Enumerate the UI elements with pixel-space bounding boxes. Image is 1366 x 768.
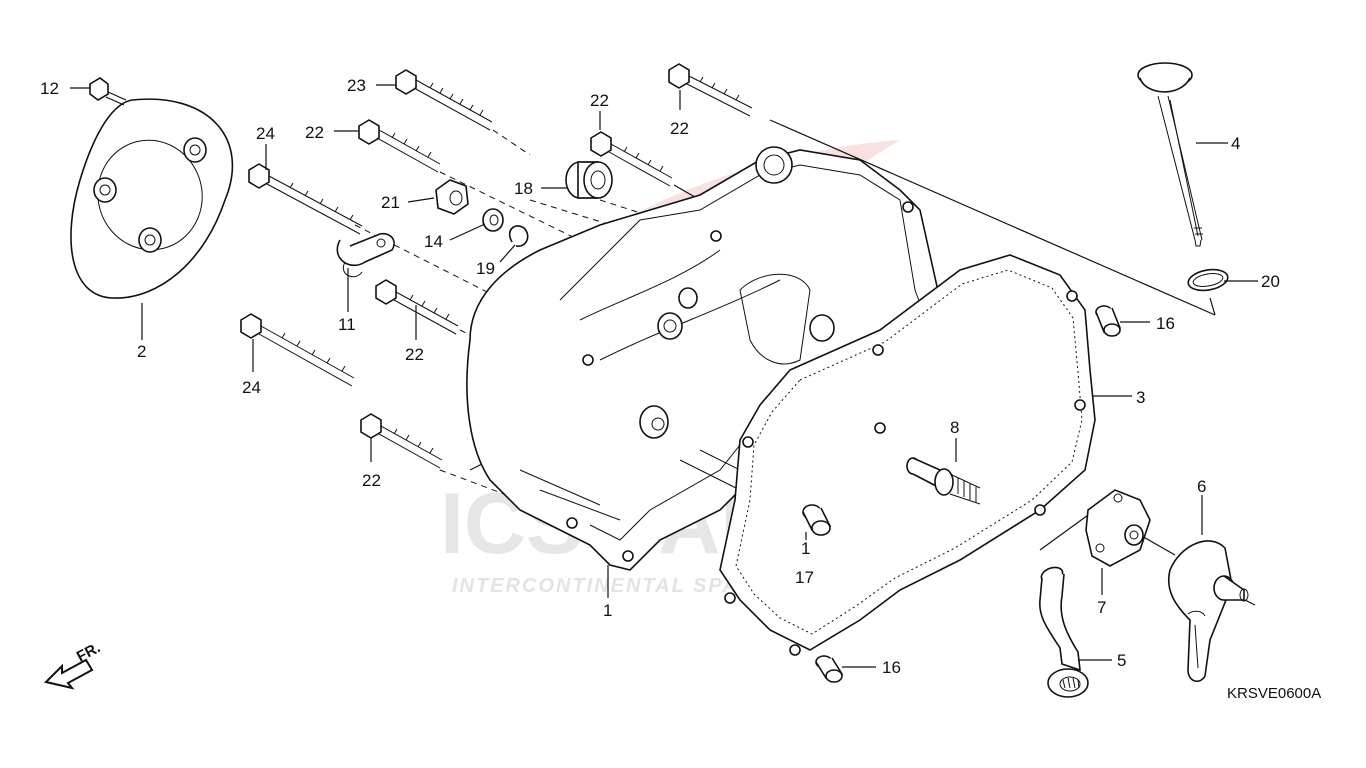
callout-20: 20 — [1261, 272, 1280, 291]
bolt-24-upper — [248, 163, 363, 235]
callout-23: 23 — [347, 76, 366, 95]
part-19-circlip — [508, 225, 529, 247]
callout-4: 4 — [1231, 134, 1240, 153]
part-20-o-ring — [1187, 268, 1229, 292]
part-4-dipstick — [1137, 62, 1203, 247]
callout-16-lower: 16 — [882, 658, 901, 677]
callout-14: 14 — [424, 232, 443, 251]
callout-1: 1 — [603, 601, 612, 620]
callout-22-top-right: 22 — [670, 119, 689, 138]
part-5-arm — [1039, 566, 1089, 698]
front-direction-indicator: FR. — [44, 639, 103, 690]
part-2-cover-plate — [70, 98, 234, 299]
bolt-22-middle — [590, 131, 673, 187]
part-21-nut — [435, 179, 469, 215]
bolt-22-left — [375, 279, 459, 335]
bolt-22-upper-left — [358, 119, 441, 173]
callout-8: 8 — [950, 418, 959, 437]
front-label: FR. — [74, 639, 103, 665]
callout-22-left: 22 — [405, 345, 424, 364]
bolt-23 — [395, 69, 493, 131]
part-6-lever-plate — [1168, 540, 1249, 683]
callout-11: 11 — [338, 315, 356, 334]
callout-17: 17 — [795, 568, 814, 587]
callout-3: 3 — [1136, 388, 1145, 407]
callout-22-bottom-left: 22 — [362, 471, 381, 490]
part-8-shaft — [906, 457, 981, 505]
callout-18: 18 — [514, 179, 533, 198]
callout-21: 21 — [381, 193, 400, 212]
callout-12: 12 — [40, 79, 59, 98]
callout-6: 6 — [1197, 477, 1206, 496]
part-16-dowel-upper — [1095, 305, 1122, 337]
part-11-clamp — [336, 232, 395, 278]
part-16-dowel-lower — [815, 655, 844, 683]
callout-leaders — [70, 84, 1258, 668]
callout-19: 19 — [476, 259, 495, 278]
part-3-gasket — [719, 254, 1096, 656]
part-7-bracket — [1085, 489, 1151, 567]
part-14-washer — [482, 208, 504, 232]
callout-7: 7 — [1097, 598, 1106, 617]
callout-16-upper: 16 — [1156, 314, 1175, 333]
bolt-24-lower — [240, 313, 355, 387]
callout-24-lower: 24 — [242, 378, 261, 397]
callout-numbers: 12 2 24 23 22 22 22 18 21 14 19 11 22 24… — [40, 76, 1280, 677]
callout-5: 5 — [1117, 651, 1126, 670]
part-17-collar — [802, 504, 832, 536]
diagram-code: KRSVE0600A — [1227, 685, 1321, 702]
callout-22-upper-left: 22 — [305, 123, 324, 142]
bolt-22-top-right — [668, 63, 753, 117]
front-arrow-icon — [44, 658, 94, 690]
callout-2: 2 — [137, 342, 146, 361]
part-1-crankcase-cover — [466, 146, 951, 571]
callout-24-upper: 24 — [256, 124, 275, 143]
callout-22-top-middle: 22 — [590, 91, 609, 110]
bolt-22-bottom-left — [360, 413, 443, 469]
callout-1-upper: 1 — [801, 539, 810, 558]
part-18-bearing — [565, 161, 613, 199]
bolt-12 — [89, 77, 127, 106]
